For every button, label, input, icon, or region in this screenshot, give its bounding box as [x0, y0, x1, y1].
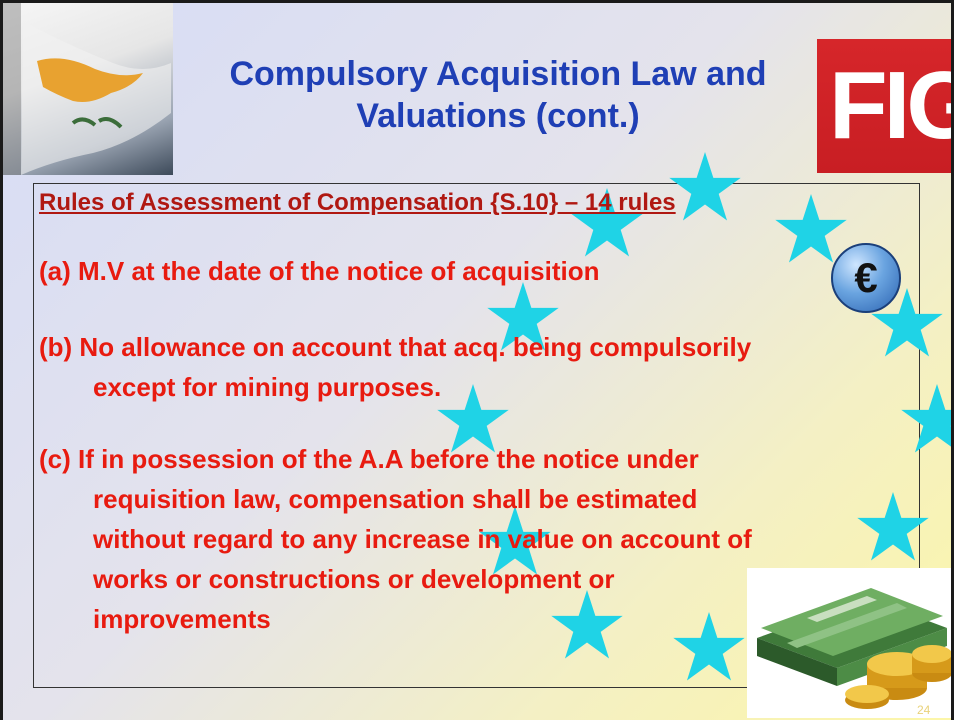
rules-heading: Rules of Assessment of Compensation {S.1… — [39, 189, 676, 216]
rule-c-line-1: (c) If in possession of the A.A before t… — [39, 444, 699, 474]
content-box — [33, 183, 920, 688]
fig-logo: FIG — [817, 39, 951, 173]
rule-b-line-2: except for mining purposes. — [93, 372, 442, 402]
star-icon — [669, 152, 741, 221]
title-line-1: Compulsory Acquisition Law and — [229, 55, 767, 93]
star-icon — [479, 506, 551, 575]
cyprus-flag-icon — [3, 3, 173, 175]
star-icon — [871, 288, 943, 357]
money-stack-icon — [747, 568, 951, 718]
star-icon — [571, 188, 643, 257]
rule-c-line-5: improvements — [93, 604, 271, 634]
rule-item-c: (c) If in possession of the A.A before t… — [39, 439, 752, 639]
star-icon — [437, 384, 509, 453]
star-icon — [775, 194, 847, 263]
euro-icon: € — [831, 243, 901, 313]
star-icon — [901, 384, 951, 453]
star-icon — [673, 612, 745, 681]
page-number: 24 — [917, 703, 931, 717]
rule-c-line-4: works or constructions or development or — [93, 564, 615, 594]
slide-title: Compulsory Acquisition Law and Valuation… — [173, 53, 823, 137]
rule-item-a: (a) M.V at the date of the notice of acq… — [39, 251, 599, 291]
star-icon — [487, 282, 559, 351]
rule-c-line-3: without regard to any increase in value … — [93, 524, 752, 554]
star-icon — [857, 492, 929, 561]
title-line-2: Valuations (cont.) — [356, 97, 640, 135]
rule-a-line-1: (a) M.V at the date of the notice of acq… — [39, 256, 600, 286]
rule-c-line-2: requisition law, compensation shall be e… — [93, 484, 698, 514]
rule-item-b: (b) No allowance on account that acq. be… — [39, 327, 751, 407]
rule-b-line-1: (b) No allowance on account that acq. be… — [39, 332, 752, 362]
star-icon — [551, 590, 623, 659]
